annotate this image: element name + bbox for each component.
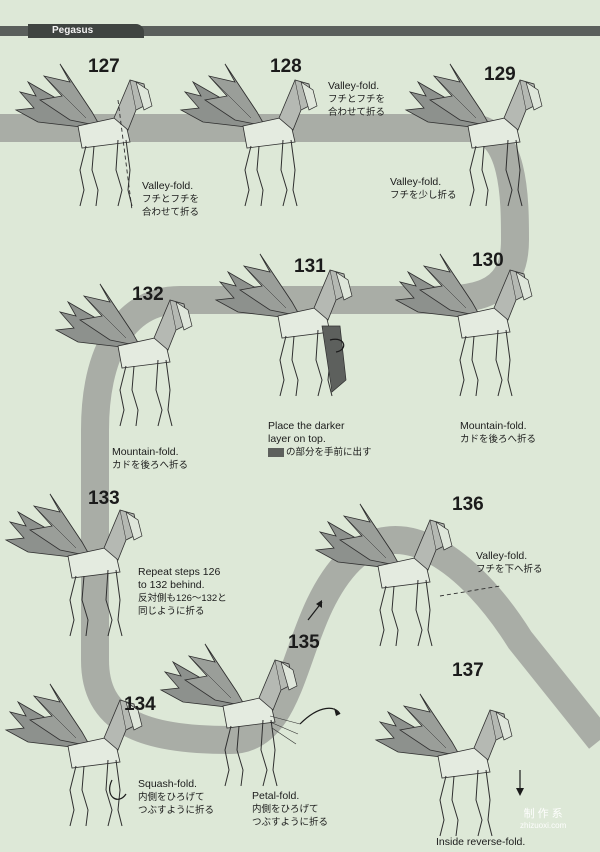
figure-134 [5,683,143,827]
step-number-134: 134 [124,694,156,715]
darker-layer [321,325,347,393]
label-132: Mountain-fold. カドを後ろへ折る [112,446,189,471]
figure-130 [395,253,533,397]
step-number-132: 132 [132,284,164,305]
arrowhead-135 [334,708,340,716]
label-131: Place the darker layer on top. の部分を手前に出す [268,420,372,458]
header-bar [0,26,600,36]
label-128: Valley-fold. フチとフチを 合わせて折る [328,80,386,118]
label-127: Valley-fold. フチとフチを 合わせて折る [142,180,200,218]
step-number-128: 128 [270,56,302,77]
page-title: Pegasus [52,25,94,36]
label-129: Valley-fold. フチを少し折る [390,176,457,201]
darker-swatch [268,447,284,457]
step-number-136: 136 [452,494,484,515]
arrowhead-137 [516,788,524,796]
label-134: Squash-fold. 内側をひろげて つぶすように折る [138,778,215,816]
watermark: 制 作 系 zhizuoxi.com [520,808,567,830]
step-number-135: 135 [288,632,320,653]
arrow-134 [109,779,127,800]
figure-137 [375,693,513,837]
arrow-135 [299,707,341,725]
header-tab [28,24,144,38]
figure-132 [55,283,193,427]
step-number-131: 131 [294,256,326,277]
valley-fold-line-136 [439,585,501,597]
label-136: Valley-fold. フチを下へ折る [476,550,543,575]
label-133: Repeat steps 126 to 132 behind. 反対側も126～… [138,566,227,617]
petal-fold-lines [269,715,301,745]
label-137: Inside reverse-fold. [436,836,526,848]
step-number-137: 137 [452,660,484,681]
step-number-129: 129 [484,64,516,85]
step-number-130: 130 [472,250,504,271]
step-number-133: 133 [88,488,120,509]
label-135: Petal-fold. 内側をひろげて つぶすように折る [252,790,329,828]
valley-fold-line-127 [117,99,133,211]
step-number-127: 127 [88,56,120,77]
figure-133 [5,493,143,637]
label-130: Mountain-fold. カドを後ろへ折る [460,420,537,445]
arrow-131 [329,338,345,353]
arrowhead-to-136 [316,600,322,608]
